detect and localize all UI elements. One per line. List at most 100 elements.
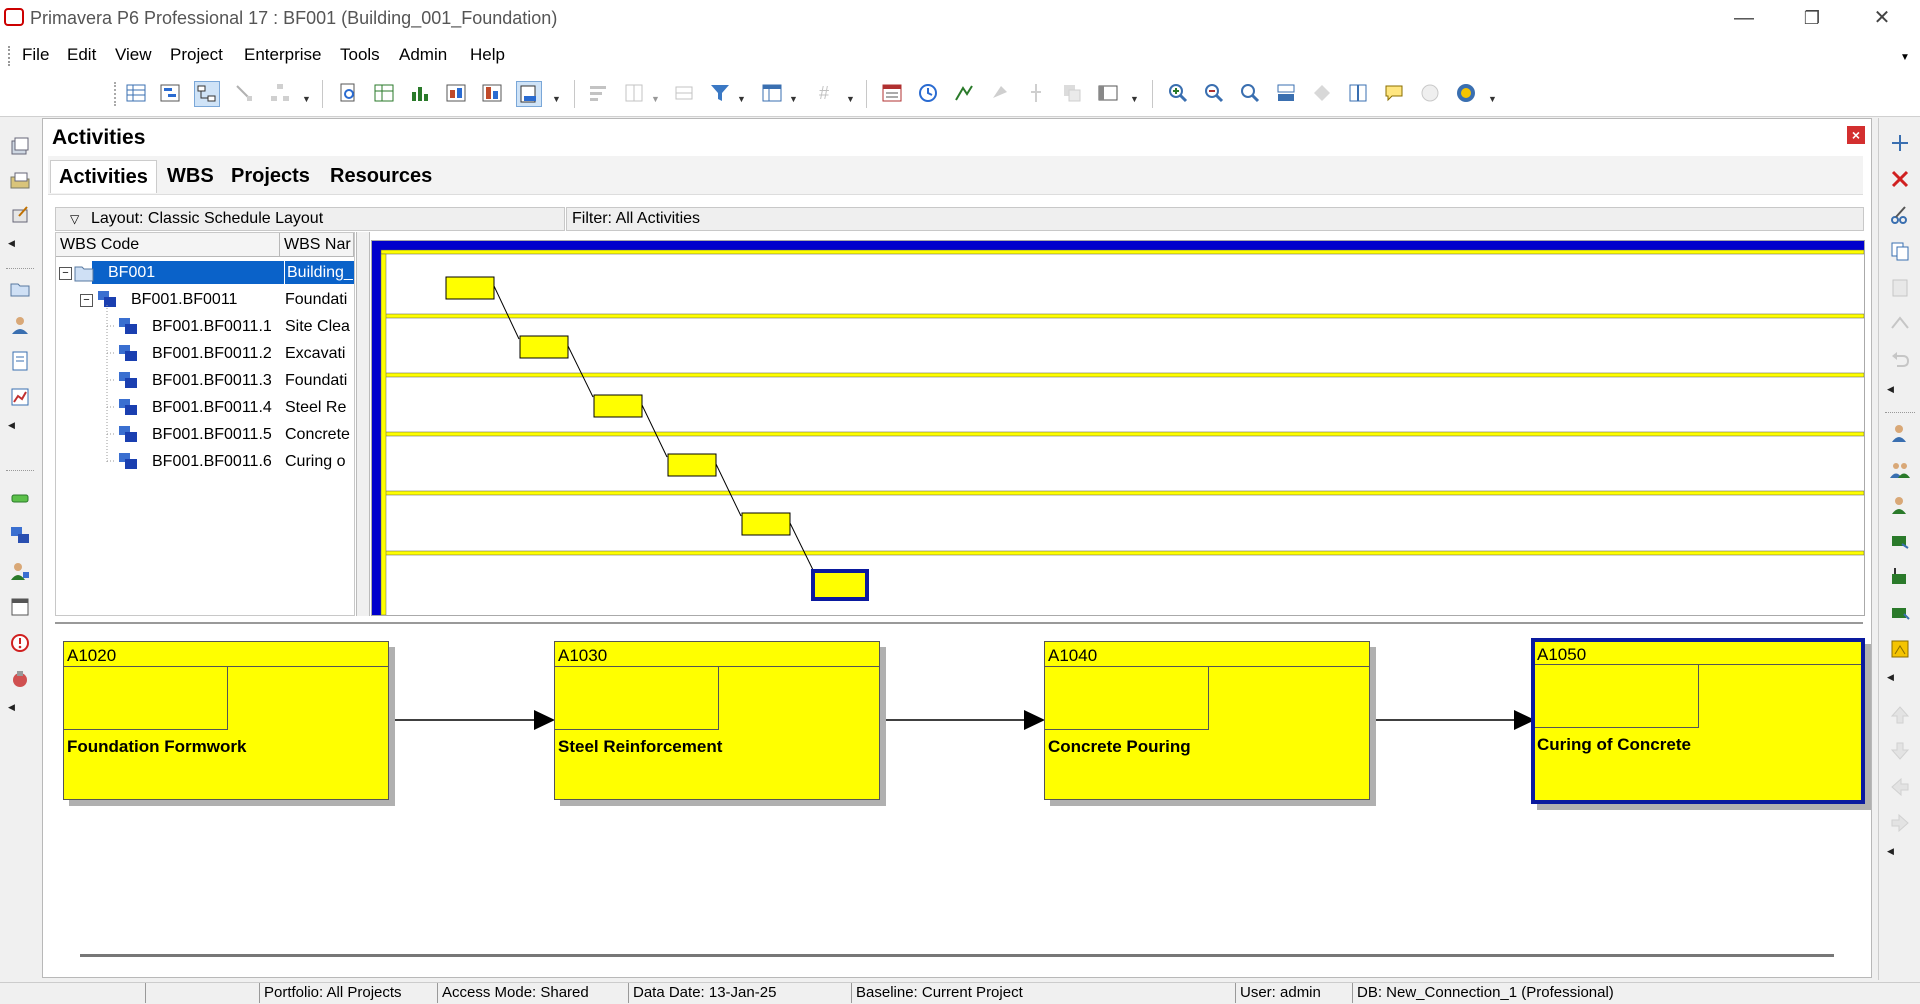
table-row[interactable]: BF001.BF0011.5 Concrete [56, 421, 354, 448]
group-sort-icon[interactable] [672, 81, 696, 105]
activities-icon[interactable] [7, 522, 33, 548]
assign-predecessor-icon[interactable] [1887, 564, 1913, 590]
layout-options-icon[interactable] [760, 81, 784, 105]
tab-projects[interactable]: Projects [231, 165, 310, 187]
zoom-to-fit-icon[interactable] [1238, 81, 1262, 105]
collapse-toggle-icon[interactable]: − [59, 267, 72, 280]
link-icon[interactable] [232, 81, 256, 105]
split-icon[interactable] [1024, 81, 1048, 105]
organize-icon[interactable] [268, 81, 292, 105]
align-icon[interactable] [586, 81, 610, 105]
table-row[interactable]: − BF001.BF0011 Foundati [56, 286, 354, 313]
bottom-layout-icon[interactable] [516, 81, 542, 107]
column-layout-icon[interactable] [622, 81, 646, 105]
assign-successor-icon[interactable] [1887, 600, 1913, 626]
timescaled-logic-diagram[interactable] [371, 240, 1865, 616]
zoom-out-icon[interactable] [1202, 81, 1226, 105]
undo-icon[interactable] [1887, 346, 1913, 372]
menu-project[interactable]: Project [170, 45, 223, 64]
network-node[interactable]: A1030 Steel Reinforcement [554, 641, 880, 800]
activity-table-icon[interactable] [124, 81, 148, 105]
copy-icon[interactable] [1887, 238, 1913, 264]
layout-selector[interactable]: ▽ Layout: Classic Schedule Layout [55, 207, 565, 231]
menu-file[interactable]: File [22, 45, 50, 64]
menu-tools[interactable]: Tools [340, 45, 380, 64]
print-preview-icon[interactable] [336, 81, 360, 105]
store-period-icon[interactable] [988, 81, 1012, 105]
toolbar-dropdown-icon[interactable]: ▼ [1130, 94, 1139, 104]
details-icon[interactable] [880, 81, 904, 105]
panel-close-button[interactable]: × [1847, 126, 1865, 144]
toolbar-dropdown-icon[interactable]: ▼ [846, 94, 855, 104]
open-folder-icon[interactable] [7, 168, 33, 194]
filter-indicator[interactable]: Filter: All Activities [566, 207, 1864, 231]
edit-icon[interactable] [7, 202, 33, 228]
collapse-arrow-icon[interactable]: ◀ [8, 702, 15, 712]
column-header-wbs-name[interactable]: WBS Nar [280, 233, 354, 257]
help-icon[interactable] [1454, 81, 1478, 105]
schedule-icon[interactable] [916, 81, 940, 105]
tab-resources[interactable]: Resources [330, 165, 433, 187]
move-down-icon[interactable] [1887, 738, 1913, 764]
work-products-icon[interactable] [7, 594, 33, 620]
network-node-selected[interactable]: A1050 Curing of Concrete [1531, 638, 1865, 804]
resources-icon[interactable] [7, 312, 33, 338]
menu-admin[interactable]: Admin [399, 45, 448, 64]
expand-all-icon[interactable] [1274, 81, 1298, 105]
close-button[interactable]: ✕ [1873, 7, 1891, 29]
tracking-icon[interactable] [7, 384, 33, 410]
toolbar-dropdown-icon[interactable]: ▼ [552, 94, 561, 104]
menu-overflow-icon[interactable]: ▼ [1900, 52, 1910, 63]
milestone-icon[interactable] [1310, 81, 1334, 105]
resource-chart-icon[interactable] [480, 81, 504, 105]
risks-icon[interactable] [7, 666, 33, 692]
assign-person-icon[interactable] [1887, 492, 1913, 518]
table-row[interactable]: BF001.BF0011.4 Steel Re [56, 394, 354, 421]
add-layout-icon[interactable] [7, 134, 33, 160]
menu-edit[interactable]: Edit [67, 45, 97, 64]
collapse-toggle-icon[interactable]: − [80, 294, 93, 307]
step-icon[interactable] [1887, 636, 1913, 662]
gantt-chart-icon[interactable] [158, 81, 182, 105]
wbs-icon[interactable] [7, 486, 33, 512]
assignments-icon[interactable] [7, 558, 33, 584]
toolbar-dropdown-icon[interactable]: ▼ [737, 94, 746, 104]
zoom-in-icon[interactable] [1166, 81, 1190, 105]
table-row[interactable]: BF001.BF0011.2 Excavati [56, 340, 354, 367]
assign-code-icon[interactable] [1887, 528, 1913, 554]
issues-icon[interactable] [7, 630, 33, 656]
collapse-arrow-icon[interactable]: ◀ [8, 238, 15, 248]
delete-icon[interactable] [1887, 166, 1913, 192]
table-row[interactable]: BF001.BF0011.3 Foundati [56, 367, 354, 394]
number-icon[interactable]: # [818, 82, 829, 103]
filter-icon[interactable] [708, 81, 732, 105]
level-resources-icon[interactable] [952, 81, 976, 105]
table-gantt-splitter[interactable] [356, 232, 370, 616]
paste-icon[interactable] [1887, 274, 1913, 300]
toolbar-dropdown-icon[interactable]: ▼ [1488, 94, 1497, 104]
activity-network-icon[interactable] [194, 81, 220, 107]
toolbar-dropdown-icon[interactable]: ▼ [651, 94, 660, 104]
toolbar-dropdown-icon[interactable]: ▼ [302, 94, 311, 104]
spreadsheet-icon[interactable] [1096, 81, 1120, 105]
collapse-arrow-icon[interactable]: ◀ [1887, 672, 1894, 682]
toolbar-dropdown-icon[interactable]: ▼ [789, 94, 798, 104]
menu-enterprise[interactable]: Enterprise [244, 45, 322, 64]
add-icon[interactable] [1887, 130, 1913, 156]
column-header-wbs-code[interactable]: WBS Code [56, 233, 280, 257]
activity-network[interactable]: A1020 Foundation Formwork A1030 Steel Re… [55, 622, 1865, 966]
cut-icon[interactable] [1887, 202, 1913, 228]
notes-icon[interactable] [1382, 81, 1406, 105]
split-view-icon[interactable] [1346, 81, 1370, 105]
timescale-icon[interactable] [444, 81, 468, 105]
restore-button[interactable]: ❐ [1803, 8, 1821, 28]
move-up-icon[interactable] [1887, 702, 1913, 728]
dissolve-icon[interactable] [1887, 310, 1913, 336]
projects-folder-icon[interactable] [7, 276, 33, 302]
help-disabled-icon[interactable] [1418, 81, 1442, 105]
reports-icon[interactable] [7, 348, 33, 374]
table-row[interactable]: − BF001 Building_ [56, 259, 354, 286]
network-node[interactable]: A1020 Foundation Formwork [63, 641, 389, 800]
table-row[interactable]: BF001.BF0011.6 Curing o [56, 448, 354, 475]
network-node[interactable]: A1040 Concrete Pouring [1044, 641, 1370, 800]
